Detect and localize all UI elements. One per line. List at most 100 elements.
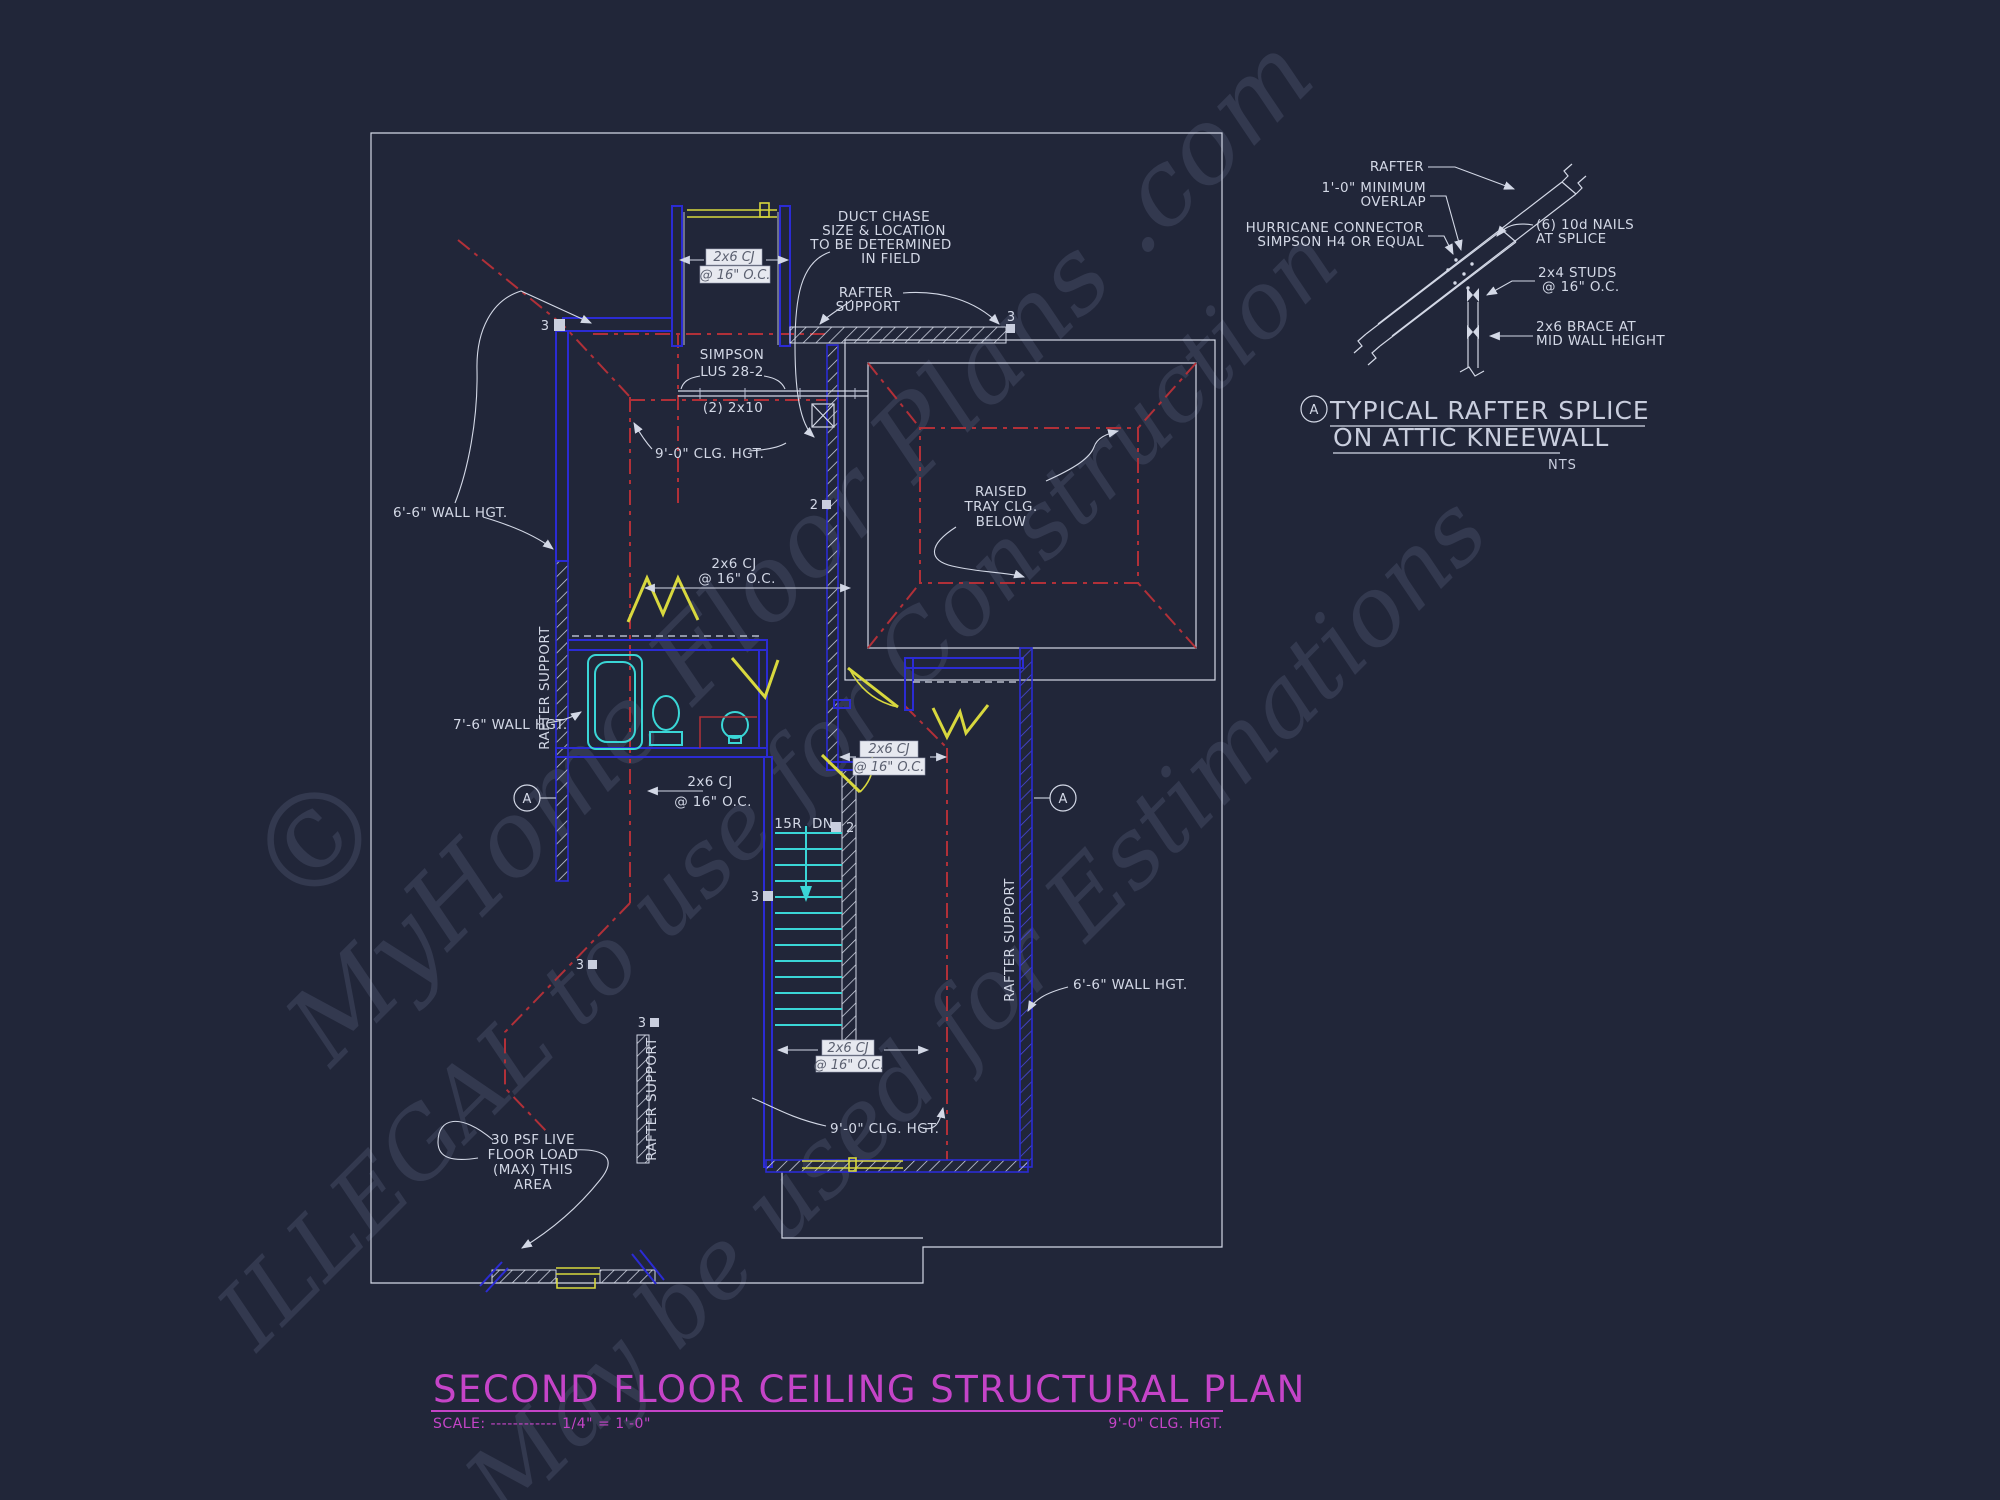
detail-hurricane-label: HURRICANE CONNECTOR bbox=[1246, 220, 1424, 236]
stair-door-leaf bbox=[820, 753, 862, 794]
bathroom-wall-right bbox=[758, 649, 768, 749]
wall-left-upper bbox=[555, 330, 569, 562]
duct-chase-wall-left bbox=[671, 205, 683, 347]
wing-wall-left bbox=[904, 657, 914, 711]
wall-height-note-left: 6'-6" WALL HGT. bbox=[393, 505, 508, 521]
plan-labels: DUCT CHASE SIZE & LOCATION TO BE DETERMI… bbox=[393, 209, 1187, 1193]
ceiling-height-note: 9'-0" CLG. HGT. bbox=[655, 446, 764, 462]
svg-text:ON ATTIC KNEEWALL: ON ATTIC KNEEWALL bbox=[1333, 423, 1609, 452]
wall-lower-center-rafter-support bbox=[636, 1034, 650, 1164]
rafter-splice-detail: RAFTER 1'-0" MINIMUM OVERLAP HURRICANE C… bbox=[1246, 159, 1665, 473]
marker-3: 3 bbox=[1007, 310, 1015, 325]
ceiling-height-note-bottom: 9'-0" CLG. HGT. bbox=[830, 1121, 939, 1137]
marker-2: 2 bbox=[810, 498, 818, 513]
sink-icon bbox=[721, 711, 749, 739]
svg-text:AT SPLICE: AT SPLICE bbox=[1536, 231, 1607, 247]
svg-text:AREA: AREA bbox=[514, 1177, 552, 1193]
walls bbox=[479, 205, 1033, 1293]
brace-symbol-right bbox=[931, 704, 990, 741]
svg-text:BELOW: BELOW bbox=[976, 514, 1027, 530]
detail-brace-label: 2x6 BRACE AT bbox=[1536, 319, 1636, 335]
sheet-title: SECOND FLOOR CEILING STRUCTURAL PLAN bbox=[433, 1368, 1306, 1411]
section-bubble-right bbox=[1049, 784, 1077, 812]
svg-text:@ 16" O.C.: @ 16" O.C. bbox=[698, 571, 776, 587]
wall-top-left bbox=[562, 317, 673, 332]
vanity-counter bbox=[699, 716, 757, 748]
key-markers: 3 3 2 2 3 3 3 A A bbox=[513, 310, 1077, 1031]
sheet-clg-note: 9'-0" CLG. HGT. bbox=[1108, 1416, 1223, 1432]
wall-bottom-left-b bbox=[599, 1269, 656, 1284]
svg-text:TRAY CLG.: TRAY CLG. bbox=[963, 499, 1037, 515]
bathroom-wall-bottom bbox=[555, 747, 768, 758]
tray-ceiling-note: RAISED bbox=[975, 484, 1027, 500]
bathtub-icon bbox=[587, 654, 643, 750]
watermark-brand: MyHome Floor Plans .com bbox=[261, 13, 1336, 1088]
detail-nails-label: (6) 10d NAILS bbox=[1536, 217, 1634, 233]
marker-3: 3 bbox=[541, 319, 549, 334]
detail-scale: NTS bbox=[1548, 458, 1577, 473]
svg-text:LUS 28-2: LUS 28-2 bbox=[700, 364, 763, 380]
svg-text:SIMPSON H4 OR EQUAL: SIMPSON H4 OR EQUAL bbox=[1257, 234, 1424, 250]
duct-chase-header-tick bbox=[759, 202, 770, 218]
svg-text:@ 16" O.C.: @ 16" O.C. bbox=[700, 268, 771, 283]
joist-note-boxed: 2x6 CJ bbox=[713, 250, 754, 265]
wall-break-marks bbox=[479, 1249, 665, 1293]
floor-load-note: 30 PSF LIVE bbox=[491, 1132, 575, 1148]
wing-door-leaf bbox=[847, 666, 899, 709]
toilet-tank bbox=[649, 731, 683, 746]
bathroom-door bbox=[730, 657, 780, 700]
svg-text:SUPPORT: SUPPORT bbox=[836, 299, 901, 315]
wall-bottom-left-a bbox=[491, 1269, 557, 1284]
stair-down-note: DN bbox=[812, 816, 833, 832]
marker-2: 2 bbox=[846, 821, 854, 836]
leaders bbox=[437, 251, 1120, 1249]
duct-box-icon bbox=[811, 403, 835, 428]
rafter-support-vertical-left: RAFTER SUPPORT bbox=[537, 626, 553, 750]
duct-chase-header bbox=[687, 209, 777, 218]
white-details bbox=[572, 375, 1018, 683]
svg-text:IN FIELD: IN FIELD bbox=[861, 251, 921, 267]
title-block: SECOND FLOOR CEILING STRUCTURAL PLAN SCA… bbox=[431, 1368, 1306, 1432]
joist-note-corridor: 2x6 CJ bbox=[687, 774, 732, 790]
stair-riser-note: 15R bbox=[774, 816, 802, 832]
sheet-scale: SCALE: ------------ 1/4" = 1'-0" bbox=[433, 1416, 651, 1432]
joist-note-bottom: 2x6 CJ bbox=[827, 1041, 868, 1056]
section-letter: A bbox=[523, 792, 532, 807]
window-header bbox=[556, 1267, 600, 1289]
bathroom-wall-top bbox=[567, 639, 768, 651]
wall-right-rafter-support bbox=[1019, 647, 1033, 1168]
fixtures bbox=[587, 654, 842, 1026]
svg-text:MID WALL HEIGHT: MID WALL HEIGHT bbox=[1536, 333, 1665, 349]
bottom-header-tick bbox=[848, 1157, 857, 1172]
svg-text:@ 16" O.C.: @ 16" O.C. bbox=[1542, 279, 1620, 295]
duct-chase-wall-right bbox=[779, 205, 791, 347]
wall-top-right-rafter-support bbox=[789, 326, 1007, 344]
beam-note: (2) 2x10 bbox=[703, 400, 763, 416]
marker-3: 3 bbox=[751, 890, 759, 905]
wing-door-swing bbox=[849, 669, 899, 708]
svg-text:TO BE DETERMINED: TO BE DETERMINED bbox=[809, 237, 951, 253]
svg-text:@ 16" O.C.: @ 16" O.C. bbox=[674, 794, 752, 810]
svg-text:@ 16" O.C.: @ 16" O.C. bbox=[814, 1058, 885, 1073]
joist-note-wing: 2x6 CJ bbox=[868, 742, 909, 757]
marker-3: 3 bbox=[576, 958, 584, 973]
toilet-icon bbox=[652, 695, 680, 731]
stair-wall-right-rafter-support bbox=[841, 769, 857, 1041]
detail-bubble bbox=[1300, 395, 1328, 423]
stair-direction-arrow bbox=[800, 886, 812, 902]
svg-text:@ 16" O.C.: @ 16" O.C. bbox=[854, 760, 925, 775]
flush-beam-2x10 bbox=[678, 390, 868, 397]
rafter-support-vertical-center: RAFTER SUPPORT bbox=[644, 1037, 660, 1161]
sink-faucet bbox=[728, 735, 742, 744]
svg-text:FLOOR LOAD: FLOOR LOAD bbox=[488, 1147, 579, 1163]
section-letter: A bbox=[1059, 792, 1068, 807]
bathtub-inner bbox=[594, 661, 636, 743]
joist-note: 2x6 CJ bbox=[711, 556, 756, 572]
simpson-note: SIMPSON bbox=[700, 347, 764, 363]
marker-3: 3 bbox=[638, 1016, 646, 1031]
wall-bottom bbox=[765, 1159, 1029, 1173]
svg-text:OVERLAP: OVERLAP bbox=[1360, 194, 1426, 210]
detail-title: TYPICAL RAFTER SPLICE bbox=[1329, 396, 1650, 425]
